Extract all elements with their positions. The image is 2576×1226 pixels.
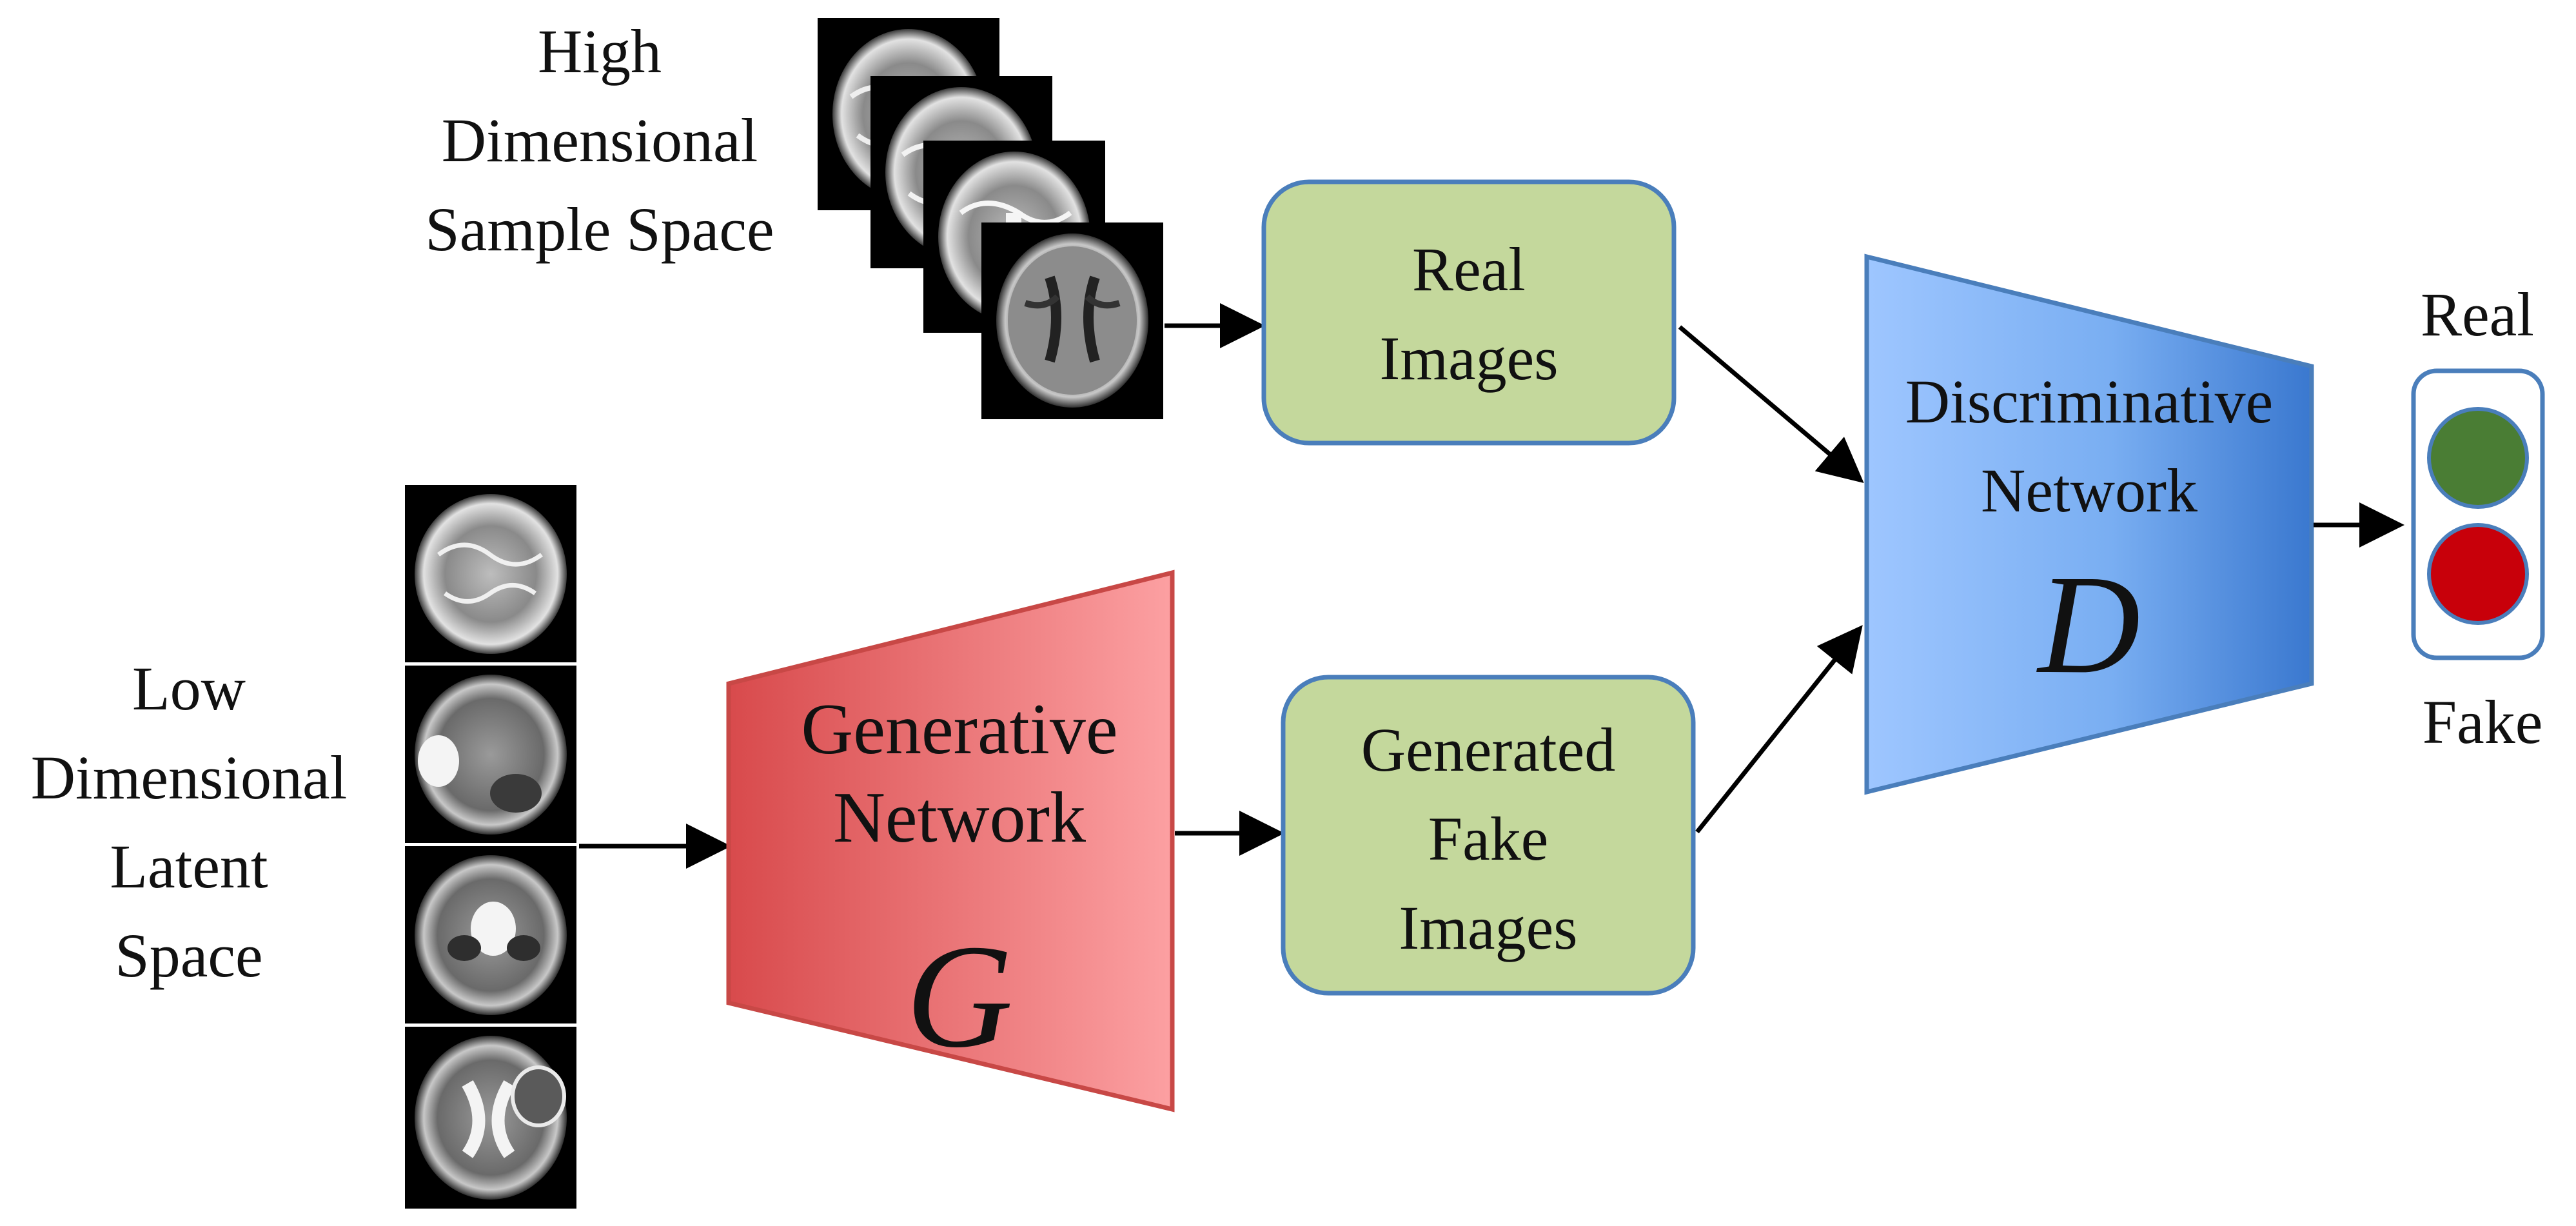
low-space-line-1: Low: [132, 654, 246, 723]
latent-mri-image: [405, 666, 576, 843]
high-space-line-2: Dimensional: [442, 106, 758, 175]
real-images-box: Real Images: [1261, 179, 1676, 446]
arrow-real-images-to-discriminator: [1678, 325, 1864, 484]
latent-mri-image: [405, 1027, 576, 1209]
high-space-line-3: Sample Space: [425, 195, 774, 264]
real-mri-image-stack: [818, 18, 1163, 419]
discriminator-label-line-2: Network: [1981, 456, 2197, 525]
output-real-label: Real: [2421, 280, 2534, 349]
latent-mri-image-column: [405, 485, 576, 1209]
latent-mri-image: [405, 485, 576, 662]
discriminator-label-line-1: Discriminative: [1905, 367, 2274, 436]
arrow-fake-images-to-discriminator: [1695, 625, 1863, 834]
latent-mri-image: [405, 846, 576, 1023]
discriminator-symbol: D: [2036, 546, 2141, 703]
fake-images-line-3: Images: [1399, 893, 1577, 962]
real-light-icon: [2427, 407, 2529, 509]
real-fake-indicator: Real Fake: [2411, 280, 2545, 756]
generator-symbol: G: [906, 914, 1013, 1078]
high-dimensional-sample-space-label: High Dimensional Sample Space: [425, 17, 774, 264]
generated-fake-images-box: Generated Fake Images: [1281, 675, 1696, 996]
real-images-line-2: Images: [1379, 324, 1558, 393]
low-dimensional-latent-space-label: Low Dimensional Latent Space: [31, 654, 348, 990]
fake-images-line-2: Fake: [1428, 804, 1549, 873]
discriminative-network: Discriminative Network D: [1864, 253, 2314, 795]
low-space-line-2: Dimensional: [31, 743, 348, 812]
fake-images-line-1: Generated: [1361, 715, 1615, 784]
low-space-line-3: Latent: [110, 832, 268, 901]
generative-network: Generative Network G: [726, 569, 1175, 1112]
real-mri-image: [981, 222, 1163, 419]
fake-light-icon: [2427, 523, 2529, 625]
high-space-line-1: High: [538, 17, 662, 86]
output-fake-label: Fake: [2423, 687, 2543, 756]
real-images-line-1: Real: [1412, 235, 1526, 304]
low-space-line-4: Space: [115, 921, 262, 990]
generator-label-line-1: Generative: [801, 689, 1117, 769]
generator-label-line-2: Network: [833, 778, 1086, 858]
